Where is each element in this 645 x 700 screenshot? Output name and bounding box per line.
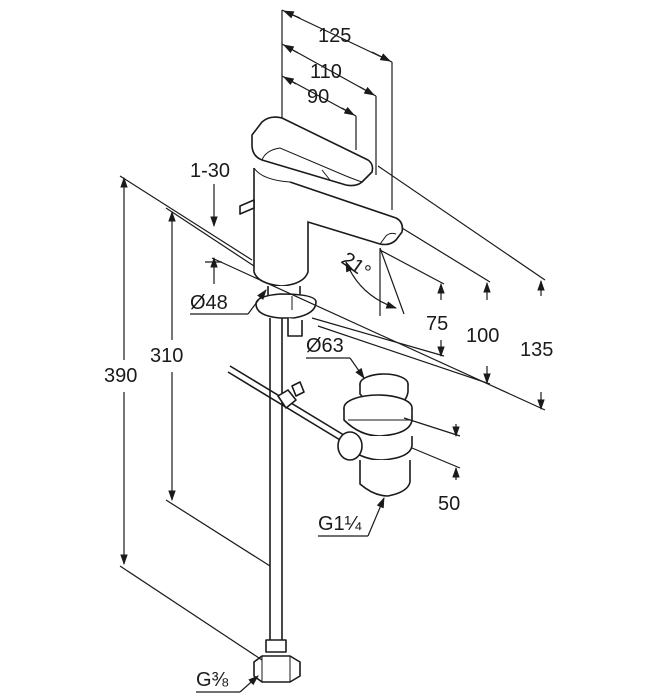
label-dia-48: Ø48 — [190, 292, 228, 314]
dimension-angle-21: 21° — [337, 247, 405, 316]
label-110: 110 — [310, 61, 342, 83]
dimension-offset-1-30: 1-30 — [190, 160, 230, 284]
dimension-height-390: 390 — [104, 175, 263, 661]
supply-hose — [253, 318, 301, 683]
label-135: 135 — [520, 339, 553, 361]
drain-waste — [337, 373, 413, 497]
dimension-width-125: 125 — [281, 9, 393, 210]
label-angle-21: 21° — [337, 248, 374, 283]
dimension-height-135: 135 — [211, 165, 553, 411]
dimension-width-110: 110 — [281, 43, 377, 175]
label-thread-g1-1-4: G1¼ — [318, 513, 362, 535]
dimension-width-90: 90 — [281, 75, 357, 150]
dimension-height-50: 50 — [403, 417, 460, 515]
label-75: 75 — [426, 313, 448, 335]
dimension-thread-g3-8: G⅜ — [196, 669, 259, 693]
pop-up-rod — [227, 365, 353, 447]
faucet-body — [239, 116, 404, 337]
dimension-height-310: 310 — [150, 207, 271, 567]
dimension-height-100: 100 — [317, 227, 499, 385]
label-90: 90 — [307, 86, 329, 108]
dimension-height-75: 75 — [311, 249, 448, 358]
label-390: 390 — [104, 365, 137, 387]
label-310: 310 — [150, 345, 183, 367]
label-dia-63: Ø63 — [306, 335, 344, 357]
dimension-thread-g1-1-4: G1¼ — [318, 497, 385, 537]
label-100: 100 — [466, 325, 499, 347]
label-1-30: 1-30 — [190, 160, 230, 182]
label-thread-g3-8: G⅜ — [196, 669, 229, 691]
dimension-dia-63: Ø63 — [306, 335, 365, 379]
label-125: 125 — [318, 25, 351, 47]
label-50: 50 — [438, 493, 460, 515]
dimension-dia-48: Ø48 — [190, 289, 267, 315]
